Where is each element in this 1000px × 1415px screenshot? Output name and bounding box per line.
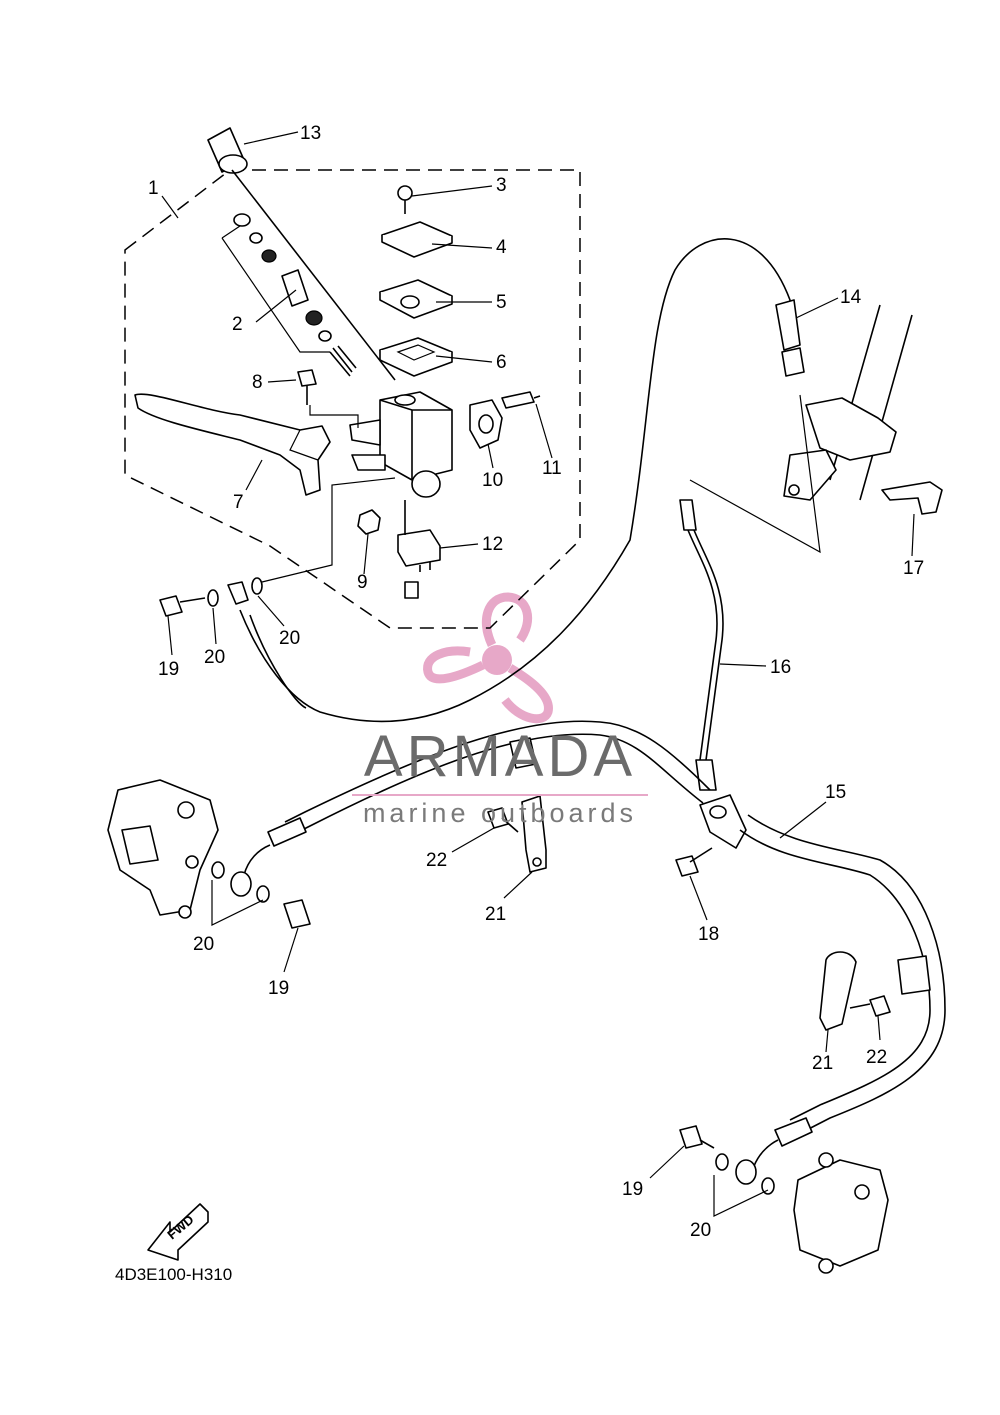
callout-19-right: 19 — [622, 1179, 643, 1200]
hose-guide-21-center — [487, 795, 547, 873]
piston-kit-2 — [221, 213, 357, 377]
callout-21-center: 21 — [485, 904, 506, 925]
forward-arrow-icon: FWD — [147, 1203, 209, 1261]
callout-16: 16 — [770, 657, 791, 678]
callout-15: 15 — [825, 782, 846, 803]
callout-20-top-a: 20 — [204, 647, 225, 668]
callouts: 1 2 3 4 5 6 7 8 9 10 11 12 13 14 15 16 1 — [148, 123, 924, 1241]
nut-9 — [357, 509, 381, 535]
hose-guide-21-right — [819, 951, 891, 1031]
callout-20-top-b: 20 — [279, 628, 300, 649]
callout-20-left: 20 — [193, 934, 214, 955]
callout-8: 8 — [252, 372, 263, 393]
callout-17: 17 — [903, 558, 924, 579]
left-banjo-union — [211, 861, 311, 929]
pivot-bolt-8 — [297, 369, 359, 428]
callout-7: 7 — [233, 492, 244, 513]
callout-12: 12 — [482, 534, 503, 555]
master-cylinder-body — [349, 391, 453, 498]
callout-19-top: 19 — [158, 659, 179, 680]
handlebar-end-13 — [207, 127, 396, 381]
callout-11: 11 — [542, 458, 562, 479]
master-cylinder-assembly-boundary — [124, 169, 581, 629]
reservoir-cap-parts — [379, 185, 453, 377]
callout-5: 5 — [496, 292, 507, 313]
left-caliper — [107, 779, 219, 919]
brake-hose-14 — [239, 238, 791, 723]
brake-lever-7 — [134, 393, 331, 496]
callout-22-right: 22 — [866, 1047, 887, 1068]
callout-2: 2 — [232, 314, 243, 335]
hose-to-left-caliper — [243, 720, 711, 876]
callout-20-right: 20 — [690, 1220, 711, 1241]
callout-14: 14 — [840, 287, 862, 308]
brake-hose-15 — [739, 814, 946, 1167]
brake-pipe-16 — [679, 394, 821, 791]
lower-right-caliper — [679, 1125, 889, 1274]
three-way-joint — [675, 794, 747, 877]
callout-22-center: 22 — [426, 850, 447, 871]
watermark-logo — [423, 592, 553, 724]
upper-right-bracket — [783, 304, 943, 515]
diagram-code: 4D3E100-H310 — [115, 1265, 233, 1284]
brake-switch-12 — [397, 500, 441, 599]
callout-4: 4 — [496, 237, 507, 258]
callout-21-right: 21 — [812, 1053, 833, 1074]
watermark-rule — [352, 794, 648, 796]
callout-10: 10 — [482, 470, 503, 491]
callout-9: 9 — [357, 572, 368, 593]
callout-3: 3 — [496, 175, 507, 196]
top-banjo-union — [159, 477, 396, 617]
callout-6: 6 — [496, 352, 507, 373]
watermark-title: ARMADA — [363, 724, 637, 789]
callout-13: 13 — [300, 123, 321, 144]
watermark-subtitle: marine outboards — [362, 798, 638, 828]
callout-1: 1 — [148, 178, 159, 199]
callout-18: 18 — [698, 924, 719, 945]
holder-10 — [469, 391, 541, 449]
callout-19-left: 19 — [268, 978, 289, 999]
